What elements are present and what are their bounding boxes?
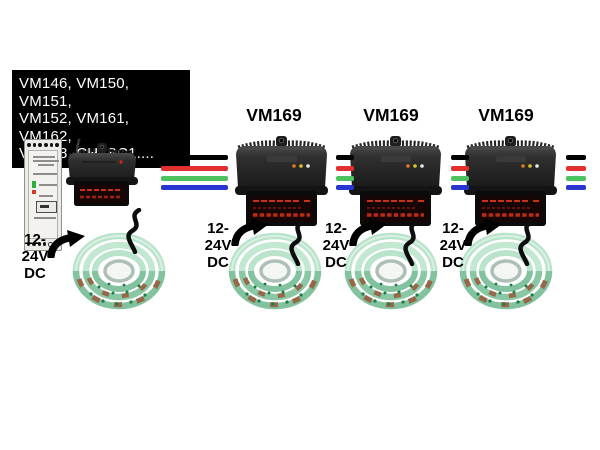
power-label-2: 12- 24V DC xyxy=(199,220,237,271)
din-green-indicator xyxy=(32,181,36,188)
wire-black xyxy=(336,155,354,160)
wire-green xyxy=(451,176,469,181)
vm169-label-3: VM169 xyxy=(478,105,534,125)
power-label-line: DC xyxy=(325,254,347,271)
wire-green xyxy=(336,176,354,181)
power-label-line: 12- xyxy=(325,220,347,237)
power-label-3: 12- 24V DC xyxy=(317,220,355,271)
din-label-mark xyxy=(36,201,57,213)
led-strip-coil-4 xyxy=(456,229,556,313)
wire-red xyxy=(451,166,469,171)
power-label-1: 12- 24V DC xyxy=(16,231,54,282)
wire-red xyxy=(336,166,354,171)
din-terminal-row-top xyxy=(26,143,60,147)
vm169-module-2 xyxy=(347,136,444,228)
strip-connection-wire-2 xyxy=(287,220,309,266)
led-strip-coil-1 xyxy=(69,229,169,313)
power-label-line: 12- xyxy=(207,220,229,237)
wire-black xyxy=(451,155,469,160)
power-label-line: DC xyxy=(207,254,229,271)
led-strip-coil-2 xyxy=(225,229,325,313)
wire-blue xyxy=(161,185,228,190)
wire-black xyxy=(161,155,228,160)
din-red-indicator xyxy=(32,190,36,194)
vm169-label-2: VM169 xyxy=(363,105,419,125)
power-label-line: 12- xyxy=(24,231,46,248)
power-label-line: 24V xyxy=(21,248,49,265)
power-label-4: 12- 24V DC xyxy=(434,220,472,271)
wire-black xyxy=(566,155,586,160)
power-label-line: 24V xyxy=(204,237,232,254)
wire-green xyxy=(161,176,228,181)
led-strip-coil-3 xyxy=(341,229,441,313)
wire-blue xyxy=(336,185,354,190)
vm169-module-3 xyxy=(462,136,559,228)
din-rail-module xyxy=(24,139,62,251)
vm169-label-1: VM169 xyxy=(246,105,302,125)
power-arrow-icon-1 xyxy=(47,230,85,258)
din-module-faceplate xyxy=(28,150,59,239)
wire-blue xyxy=(566,185,586,190)
power-arrow-icon-3 xyxy=(349,218,387,246)
power-label-line: DC xyxy=(442,254,464,271)
power-label-line: 12- xyxy=(442,220,464,237)
wire-red xyxy=(161,166,228,171)
power-arrow-icon-2 xyxy=(231,218,269,246)
strip-connection-wire-1 xyxy=(124,208,146,254)
power-label-line: 24V xyxy=(322,237,350,254)
strip-connection-wire-3 xyxy=(401,220,423,266)
compatible-modules-line: VM146, VM150, VM151, xyxy=(19,75,130,110)
power-label-line: 24V xyxy=(439,237,467,254)
power-arrow-icon-4 xyxy=(464,218,502,246)
wire-green xyxy=(566,176,586,181)
wire-red xyxy=(566,166,586,171)
wire-blue xyxy=(451,185,469,190)
strip-connection-wire-4 xyxy=(516,220,538,266)
power-label-line: DC xyxy=(24,265,46,282)
rf-controller-module xyxy=(64,136,140,210)
vm169-module-1 xyxy=(233,136,330,228)
